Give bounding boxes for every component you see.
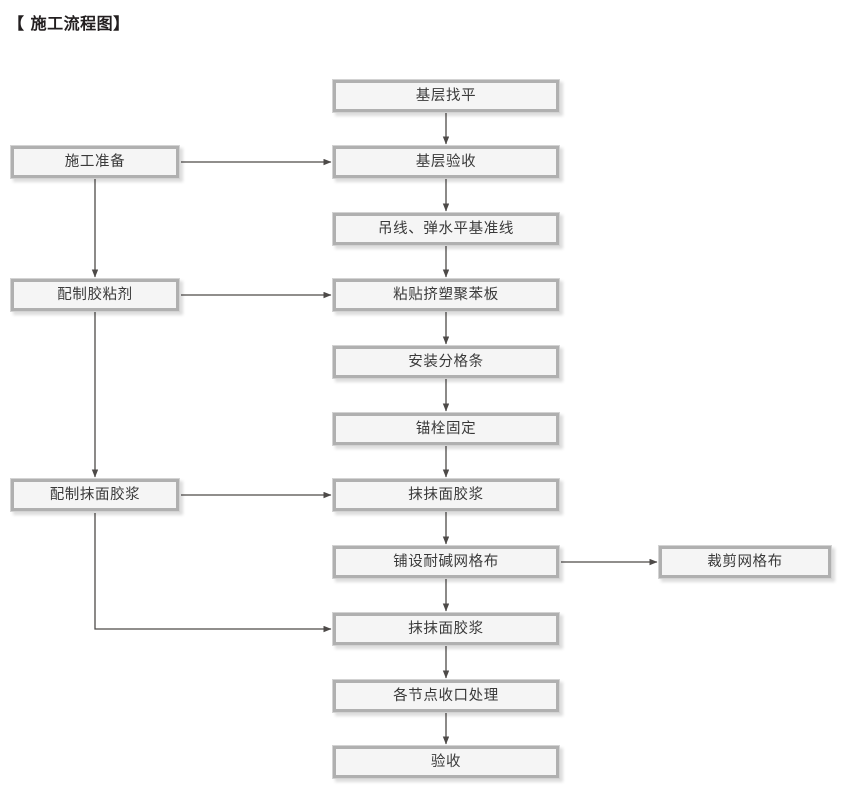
- node-jiceng-yanshou[interactable]: 基层验收: [332, 145, 560, 179]
- edge-n3-m9: [94, 513, 332, 633]
- node-label: 验收: [430, 753, 462, 770]
- node-momomianjiaojiang-1[interactable]: 抹抹面胶浆: [332, 478, 560, 512]
- node-peizhi-jiaonianji[interactable]: 配制胶粘剂: [10, 278, 180, 312]
- node-maoshuan-guding[interactable]: 锚栓固定: [332, 412, 560, 446]
- node-peizhi-momianjiaojiang[interactable]: 配制抹面胶浆: [10, 478, 180, 512]
- node-label: 铺设耐碱网格布: [393, 553, 499, 570]
- node-shigong-zhunbei[interactable]: 施工准备: [10, 145, 180, 179]
- node-label: 配制抹面胶浆: [49, 486, 141, 503]
- node-label: 裁剪网格布: [707, 553, 783, 570]
- node-label: 抹抹面胶浆: [408, 620, 484, 637]
- node-label: 锚栓固定: [415, 420, 477, 437]
- node-momomianjiaojiang-2[interactable]: 抹抹面胶浆: [332, 612, 560, 646]
- node-gejiedian-shoukouchuli[interactable]: 各节点收口处理: [332, 679, 560, 713]
- node-yanshou[interactable]: 验收: [332, 745, 560, 779]
- node-anzhuang-fengetiao[interactable]: 安装分格条: [332, 345, 560, 379]
- node-label: 粘贴挤塑聚苯板: [393, 286, 499, 303]
- node-label: 安装分格条: [408, 353, 484, 370]
- node-zhantie-jisujubenban[interactable]: 粘贴挤塑聚苯板: [332, 278, 560, 312]
- node-label: 基层验收: [415, 153, 477, 170]
- node-label: 各节点收口处理: [393, 687, 499, 704]
- node-label: 施工准备: [64, 153, 126, 170]
- node-label: 吊线、弹水平基准线: [378, 220, 514, 237]
- node-label: 基层找平: [415, 87, 477, 104]
- node-label: 抹抹面胶浆: [408, 486, 484, 503]
- node-jiceng-zhaoping[interactable]: 基层找平: [332, 79, 560, 113]
- node-label: 配制胶粘剂: [57, 286, 133, 303]
- node-diaoxian-danshuipingjizhunxian[interactable]: 吊线、弹水平基准线: [332, 212, 560, 246]
- node-pushe-naijianwanggebu[interactable]: 铺设耐碱网格布: [332, 545, 560, 579]
- page-title: 【 施工流程图】: [8, 14, 130, 33]
- node-caijian-wanggebu[interactable]: 裁剪网格布: [658, 545, 832, 579]
